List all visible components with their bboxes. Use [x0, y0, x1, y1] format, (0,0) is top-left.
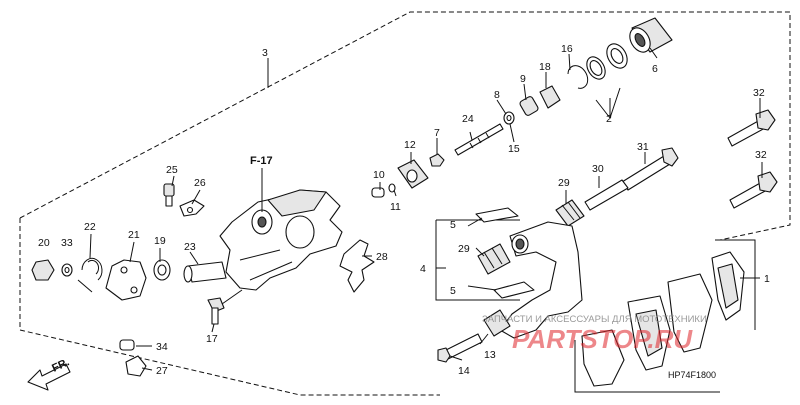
- reference-label: F-17: [250, 155, 273, 167]
- callout-14: 14: [458, 365, 470, 377]
- clip-5-bottom: [493, 281, 535, 299]
- piston-6: [629, 17, 673, 53]
- washer-33: [61, 263, 73, 277]
- callout-17: 17: [206, 333, 218, 345]
- seal-2a: [606, 43, 628, 69]
- callout-31: 31: [637, 141, 649, 153]
- clip-27: [125, 355, 147, 377]
- cap-10: [371, 187, 385, 198]
- bolt-17: [207, 297, 225, 325]
- callout-1: 1: [764, 273, 770, 285]
- callout-13: 13: [484, 349, 496, 361]
- pad-1-rear: [711, 251, 745, 321]
- diagram-code: HP74F1800: [668, 370, 716, 380]
- callout-32-bottom: 32: [755, 149, 767, 161]
- callout-19: 19: [154, 235, 166, 247]
- cap-34: [119, 339, 135, 351]
- boot-13: [483, 309, 511, 337]
- circlip-16: [567, 65, 589, 89]
- washer-11: [388, 183, 396, 193]
- callout-28: 28: [376, 251, 388, 263]
- callout-16: 16: [561, 43, 573, 55]
- callout-33: 33: [61, 237, 73, 249]
- callout-25: 25: [166, 164, 178, 176]
- seal-2b: [586, 56, 606, 80]
- callout-2: 2: [606, 113, 612, 125]
- leader-lines: [89, 47, 763, 371]
- bolt-24: [454, 123, 504, 156]
- callout-30: 30: [592, 163, 604, 175]
- clip-5-top: [475, 207, 519, 223]
- bolt-32-bottom: [729, 171, 778, 209]
- callout-10: 10: [373, 169, 385, 181]
- shaft-23: [183, 261, 227, 283]
- boot-29-mid: [477, 243, 511, 275]
- washer-8: [503, 111, 515, 125]
- nut-7: [429, 153, 445, 167]
- callout-3: 3: [262, 47, 268, 59]
- callout-15: 15: [508, 143, 520, 155]
- spring-22: [77, 257, 103, 293]
- caliper-body: [219, 189, 343, 291]
- watermark-subtitle: ЗАПЧАСТИ И АКСЕССУАРЫ ДЛЯ МОТОТЕХНИКИ: [482, 314, 707, 325]
- boot-29-top: [555, 199, 585, 227]
- pin-30: [584, 179, 629, 211]
- pad-1-shim: [667, 273, 713, 353]
- callout-5-bottom: 5: [450, 285, 456, 297]
- pin-31: [621, 147, 679, 191]
- callout-27: 27: [156, 365, 168, 377]
- callout-12: 12: [404, 139, 416, 151]
- callout-34: 34: [156, 341, 168, 353]
- bracket-4: [499, 221, 583, 339]
- assembly-boundary-3: [19, 11, 791, 396]
- callout-26: 26: [194, 177, 206, 189]
- arm-21: [105, 259, 147, 301]
- front-direction-arrow: [27, 363, 71, 391]
- callout-6: 6: [652, 63, 658, 75]
- callout-22: 22: [84, 221, 96, 233]
- callout-32-top: 32: [753, 87, 765, 99]
- boot-18: [539, 85, 561, 109]
- callout-4: 4: [420, 263, 426, 275]
- callout-7: 7: [434, 127, 440, 139]
- watermark-logo: PARTSTOP.RU: [512, 324, 693, 354]
- seal-19: [153, 259, 171, 281]
- callout-8: 8: [494, 89, 500, 101]
- callout-5-top: 5: [450, 219, 456, 231]
- pin-14: [437, 333, 483, 363]
- callout-23: 23: [184, 241, 196, 253]
- callout-9: 9: [520, 73, 526, 85]
- bolt-32-top: [727, 109, 776, 147]
- clip-26: [179, 199, 205, 217]
- pad-1-front: [627, 295, 671, 371]
- adjuster-12: [397, 159, 429, 189]
- pad-group-boundary: [574, 239, 756, 393]
- callout-11: 11: [390, 201, 401, 213]
- nut-9: [519, 96, 539, 116]
- bleeder-25: [163, 183, 175, 207]
- callout-29-mid: 29: [458, 243, 470, 255]
- callout-20: 20: [38, 237, 50, 249]
- callout-21: 21: [128, 229, 140, 241]
- pad-1-back: [581, 329, 625, 387]
- nut-20: [31, 259, 55, 281]
- pad-spring-28: [339, 239, 375, 293]
- callout-24: 24: [462, 113, 474, 125]
- callout-29-top: 29: [558, 177, 570, 189]
- callout-18: 18: [539, 61, 551, 73]
